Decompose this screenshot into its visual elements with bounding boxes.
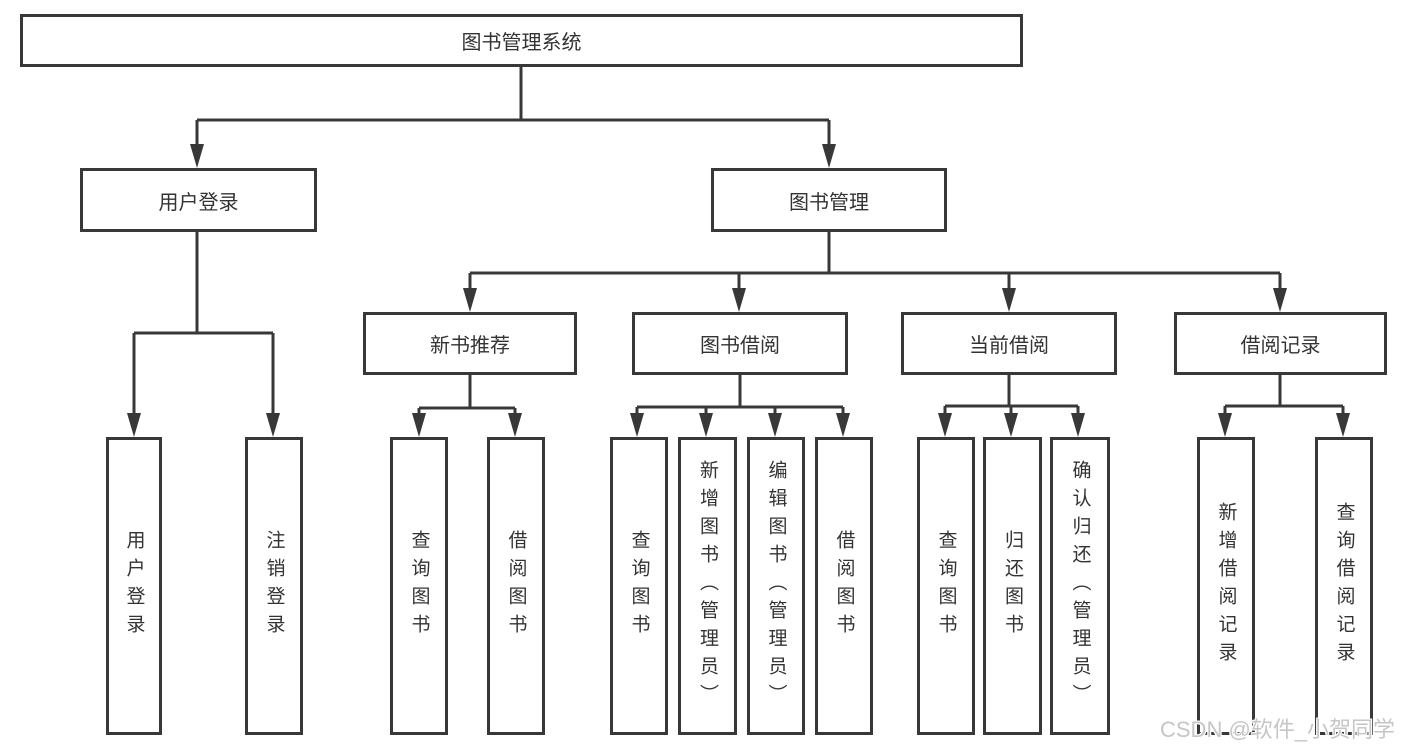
node-user-login: 用户登录 [80,168,317,232]
arrowhead-icon [1004,413,1018,437]
arrowhead-icon [463,288,477,312]
node-leaf-logout: 注销登录 [245,437,303,735]
arrowhead-icon [938,413,952,437]
node-leaf-confirm-return-admin: 确认归还（管理员） [1050,437,1110,735]
node-leaf-query-book-1: 查询图书 [390,437,448,735]
arrowhead-icon [266,413,280,437]
node-borrow-record: 借阅记录 [1174,312,1387,375]
connector-user-login-children [132,232,275,415]
csdn-watermark: CSDN @软件_小贺同学 [1160,717,1396,742]
connector-root-to-level2 [195,67,831,146]
arrowhead-icon [190,144,204,168]
node-leaf-edit-book-admin: 编辑图书（管理员） [747,437,805,735]
arrowhead-icon [1273,288,1287,312]
node-new-book-recommend: 新书推荐 [363,312,577,375]
arrowhead-icon [836,413,850,437]
node-leaf-borrow-book-1: 借阅图书 [487,437,545,735]
node-leaf-query-book-2: 查询图书 [610,437,668,735]
connector-new-book-children [417,375,517,415]
node-current-borrow: 当前借阅 [901,312,1117,375]
arrowhead-icon [1002,288,1016,312]
node-leaf-return-book: 归还图书 [983,437,1042,735]
node-leaf-user-login: 用户登录 [106,437,162,735]
connector-book-mgmt-to-level3 [468,232,1282,290]
node-leaf-borrow-book-2: 借阅图书 [815,437,873,735]
arrowhead-icon [508,413,522,437]
arrowhead-icon [822,144,836,168]
arrowhead-icon [699,413,713,437]
arrowhead-icon [127,413,141,437]
node-leaf-query-book-3: 查询图书 [917,437,975,735]
arrowhead-icon [1071,413,1085,437]
node-leaf-query-borrow-record: 查询借阅记录 [1315,437,1373,735]
node-book-management: 图书管理 [711,168,947,232]
connector-current-borrow-children [943,375,1080,415]
arrowhead-icon [630,413,644,437]
node-root-library-system: 图书管理系统 [20,14,1023,67]
arrowhead-icon [1336,413,1350,437]
node-leaf-add-book-admin: 新增图书（管理员） [678,437,737,735]
arrowhead-icon [412,413,426,437]
arrowhead-icon [1218,413,1232,437]
node-leaf-add-borrow-record: 新增借阅记录 [1197,437,1255,735]
arrowhead-icon [768,413,782,437]
connector-borrow-record-children [1223,375,1345,415]
connector-book-borrow-children [635,375,845,415]
node-book-borrow: 图书借阅 [632,312,848,375]
arrowhead-icon [732,288,746,312]
